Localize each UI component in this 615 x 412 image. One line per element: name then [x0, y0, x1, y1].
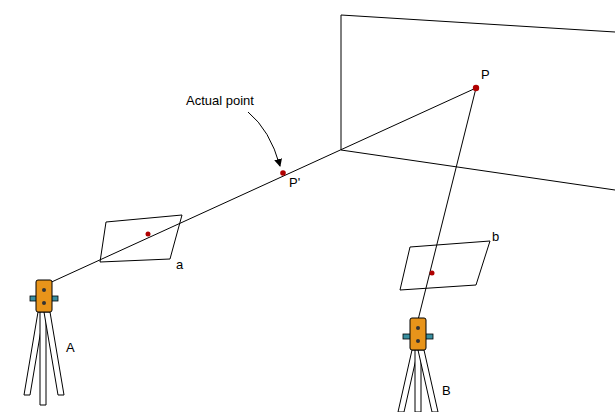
- point-p: [473, 85, 479, 91]
- ray-b: [418, 88, 476, 320]
- plane-label: b: [492, 230, 499, 243]
- image-plane-b: [400, 241, 490, 290]
- tripod-b: [398, 318, 438, 412]
- image-plane-a: [100, 215, 182, 262]
- tripod-a: [24, 280, 64, 405]
- wall-plane: [341, 15, 615, 190]
- leader-line: [248, 112, 280, 166]
- point-label: P': [289, 176, 300, 189]
- ray-a: [45, 88, 476, 285]
- station-label: B: [442, 384, 451, 397]
- plane-label: a: [176, 258, 183, 271]
- callout-text: Actual point: [186, 94, 254, 107]
- station-label: A: [66, 341, 75, 354]
- image-point-b: [430, 271, 435, 276]
- point-p-prime: [280, 170, 286, 176]
- image-point-a: [146, 232, 151, 237]
- point-label: P: [481, 68, 490, 81]
